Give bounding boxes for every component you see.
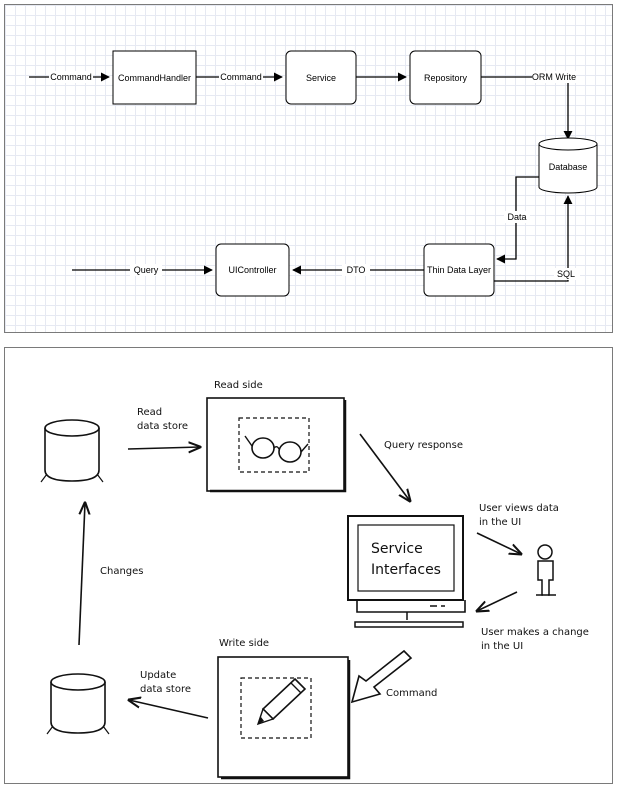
edge-label-orm-write: ORM Write bbox=[532, 72, 576, 82]
node-service: Service bbox=[285, 50, 357, 105]
changes-label: Changes bbox=[100, 566, 144, 577]
read-data-store-label-line2: data store bbox=[137, 421, 188, 432]
node-thin-data-layer: Thin Data Layer bbox=[423, 243, 495, 297]
bottom-diagram-panel: Read data store Read side Query response bbox=[4, 347, 613, 784]
top-diagram-panel: Command CommandHandler Command Service R… bbox=[4, 4, 613, 333]
user-makes-change-label-line1: User makes a change bbox=[481, 627, 589, 638]
read-side-box bbox=[206, 397, 347, 493]
user-makes-change-arrow bbox=[477, 591, 518, 611]
edge-command-out: Command bbox=[196, 71, 283, 83]
user-makes-change-label-line2: in the UI bbox=[481, 641, 523, 652]
monitor-icon bbox=[347, 515, 466, 628]
architecture-diagram: Command CommandHandler Command Service R… bbox=[29, 50, 598, 297]
node-label-command-handler: CommandHandler bbox=[118, 73, 191, 83]
user-views-label-line2: in the UI bbox=[479, 517, 521, 528]
service-interfaces-label-line2: Interfaces bbox=[371, 562, 441, 578]
edge-label-command-in: Command bbox=[50, 72, 92, 82]
person-icon bbox=[536, 544, 556, 596]
query-response-label: Query response bbox=[384, 440, 463, 451]
node-label-service: Service bbox=[306, 73, 336, 83]
node-ui-controller: UIController bbox=[215, 243, 290, 297]
edge-label-dto: DTO bbox=[347, 265, 366, 275]
cqrs-sketch-diagram: Read data store Read side Query response bbox=[40, 380, 589, 780]
user-views-label-line1: User views data bbox=[479, 503, 559, 514]
changes-arrow bbox=[78, 503, 85, 646]
edge-orm-write: ORM Write bbox=[481, 71, 576, 140]
write-data-store-cylinder bbox=[46, 673, 110, 735]
command-label: Command bbox=[386, 688, 437, 699]
edge-label-query: Query bbox=[134, 265, 159, 275]
read-data-store-cylinder bbox=[40, 419, 104, 483]
node-repository: Repository bbox=[409, 50, 482, 105]
user-views-arrow bbox=[476, 532, 521, 554]
update-data-store-arrow bbox=[129, 700, 209, 719]
update-data-store-label-line2: data store bbox=[140, 684, 191, 695]
edge-label-command-out: Command bbox=[220, 72, 262, 82]
edge-query: Query bbox=[72, 264, 213, 276]
node-label-thin-data-layer: Thin Data Layer bbox=[427, 265, 491, 275]
edge-dto: DTO bbox=[292, 264, 424, 276]
edge-label-data: Data bbox=[507, 212, 526, 222]
node-database: Database bbox=[538, 137, 598, 194]
write-side-box bbox=[217, 656, 351, 780]
write-side-label: Write side bbox=[219, 638, 269, 649]
glasses-icon bbox=[244, 435, 309, 463]
node-label-database: Database bbox=[549, 162, 588, 172]
read-side-label: Read side bbox=[214, 380, 263, 391]
pencil-icon bbox=[256, 677, 307, 726]
edge-data: Data bbox=[496, 176, 539, 264]
read-data-store-arrow bbox=[127, 447, 200, 449]
edge-command-in: Command bbox=[29, 71, 110, 83]
query-response-arrow bbox=[359, 433, 410, 501]
read-data-store-label-line1: Read bbox=[137, 407, 162, 418]
node-command-handler: CommandHandler bbox=[112, 50, 197, 105]
node-label-repository: Repository bbox=[424, 73, 468, 83]
edge-label-sql: SQL bbox=[557, 269, 575, 279]
node-label-ui-controller: UIController bbox=[228, 265, 276, 275]
command-arrow bbox=[350, 649, 413, 704]
service-interfaces-label-line1: Service bbox=[371, 541, 423, 557]
edge-sql: SQL bbox=[494, 195, 580, 282]
update-data-store-label-line1: Update bbox=[140, 670, 176, 681]
